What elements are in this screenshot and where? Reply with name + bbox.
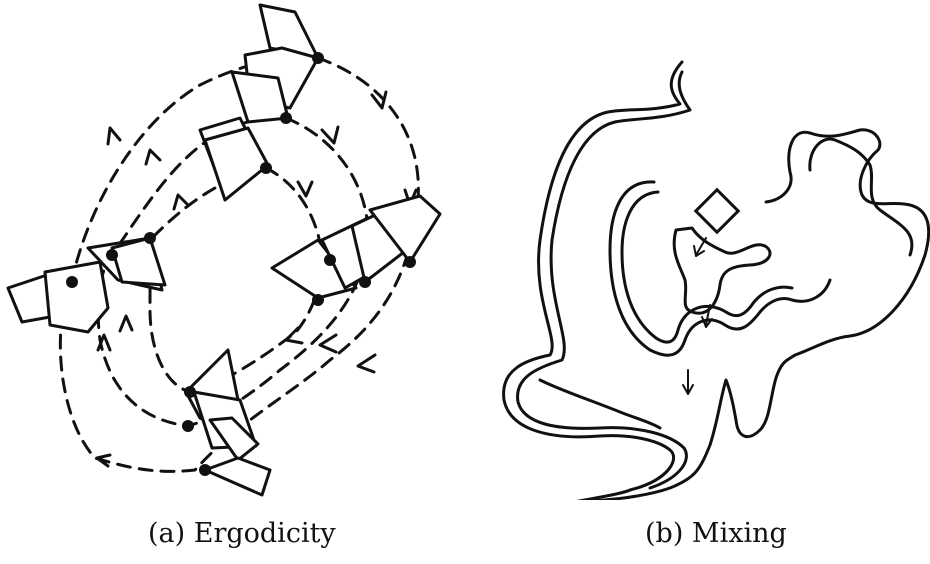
mixing-tongue [540,380,660,428]
cell [205,458,270,495]
trajectory-point [312,52,324,64]
trajectory-point [182,420,194,432]
cell [45,262,108,332]
arrowhead-12 [146,150,160,164]
mixing-diagram [470,0,930,500]
arrowhead-10 [120,316,132,331]
arrowhead-5 [358,355,375,372]
mixing-right-loop [810,139,912,255]
cell [232,72,288,122]
trajectory-point [260,162,272,174]
cell [112,238,165,285]
trajectory-point [66,276,78,288]
initial-cell [696,190,738,232]
trajectory-point [404,256,416,268]
arrowhead-11 [108,128,120,144]
ergodicity-panel [0,0,460,500]
caption-ergodicity: (a) Ergodicity [148,518,336,549]
trajectory-point [106,249,118,261]
trajectory-point [359,276,371,288]
trajectory-point [144,232,156,244]
arrowhead-6 [320,335,336,352]
trajectory-point [199,464,211,476]
arrowhead-7 [286,328,302,343]
mixing-filament-outer-inner-edge [518,72,690,488]
flow-arrows [683,238,712,394]
trajectory-point [184,386,196,398]
trajectory-point [312,294,324,306]
mixing-filament-outer [504,62,929,500]
arrowhead-3 [298,182,312,196]
trajectory-point [280,112,292,124]
ergodicity-diagram [0,0,460,500]
mixing-panel [470,0,930,500]
caption-mixing: (b) Mixing [645,518,787,549]
trajectory-point [324,254,336,266]
